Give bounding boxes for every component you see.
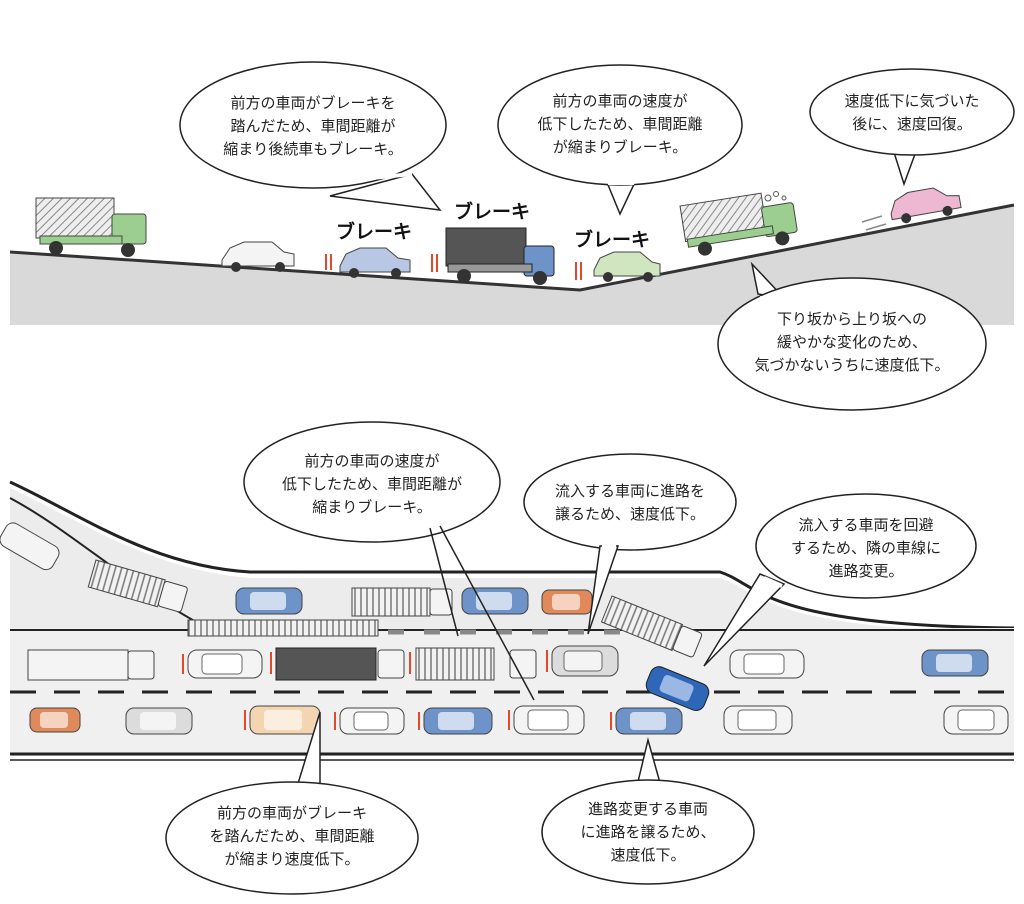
bubble-line: 流入する車両を回避 xyxy=(798,516,933,534)
ramp-edge-outer xyxy=(9,480,1015,630)
bubble-line: 速度低下に気づいた xyxy=(844,92,979,110)
blue-car xyxy=(461,587,529,615)
truck-uphill xyxy=(679,192,798,256)
truck xyxy=(35,197,147,257)
brake-label: ブレーキ xyxy=(574,228,650,251)
brake-light-marks xyxy=(182,650,612,730)
blue-car xyxy=(423,707,493,735)
brake-light-marks xyxy=(325,254,582,280)
orange-car xyxy=(29,707,81,733)
brake-label: ブレーキ xyxy=(454,200,530,223)
bubble-line: に進路を譲るため、 xyxy=(580,823,715,841)
car xyxy=(187,649,263,679)
speech-bubble: 前方の車両の速度が 低下したため、車間距離 が縮まりブレーキ。 xyxy=(497,64,743,216)
speech-bubble: 前方の車両がブレーキを 踏んだため、車間距離が 縮まり後続車もブレーキ。 xyxy=(179,61,447,211)
speech-bubble: 前方の車両がブレーキ を踏んだため、車間距離 が縮まり速度低下。 xyxy=(165,711,419,895)
bubble-line: 気づかないうちに速度低下。 xyxy=(754,356,949,374)
car xyxy=(125,707,193,735)
truck xyxy=(27,649,155,681)
speed-lines xyxy=(861,215,887,231)
merging-car xyxy=(645,666,710,711)
road-profile xyxy=(9,203,1015,292)
bubble-line: 縮まり後続車もブレーキ。 xyxy=(223,140,402,158)
bubble-line: 進路変更する車両 xyxy=(588,800,708,818)
bubble-line: 緩やかな変化のため、 xyxy=(777,333,927,351)
bubble-line: するため、隣の車線に xyxy=(791,539,941,557)
top-scene: ブレーキ ブレーキ ブレーキ 前方の車両がブレーキを 踏んだため、車間距離が 縮… xyxy=(9,61,1015,411)
orange-car xyxy=(541,589,593,615)
bubble-line: 後に、速度回復。 xyxy=(852,115,972,133)
braking-truck xyxy=(275,647,405,681)
truck xyxy=(600,595,703,658)
car xyxy=(723,705,793,735)
truck xyxy=(87,559,188,613)
bubble-line: 下り坂から上り坂への xyxy=(777,310,927,328)
brake-label: ブレーキ xyxy=(336,220,412,243)
car xyxy=(221,241,295,272)
bubble-line: 前方の車両がブレーキ xyxy=(217,804,367,822)
bottom-scene: 前方の車両の速度が 低下したため、車間距離が 縮まりブレーキ。 流入する車両に進… xyxy=(0,421,1015,895)
bubble-line: 低下したため、車間距離 xyxy=(537,115,702,133)
bubble-line: 前方の車両の速度が xyxy=(552,92,687,110)
car xyxy=(551,645,619,677)
braking-car xyxy=(339,247,411,278)
bubble-line: 譲るため、速度低下。 xyxy=(555,505,705,523)
truck xyxy=(351,587,453,617)
car xyxy=(513,705,585,735)
speech-bubble: 速度低下に気づいた 後に、速度回復。 xyxy=(809,68,1015,187)
bubble-line: 前方の車両の速度が xyxy=(304,452,439,470)
beige-car xyxy=(249,705,321,735)
bubble-line: 低下したため、車間距離が xyxy=(282,475,462,493)
speech-bubble: 前方の車両の速度が 低下したため、車間距離が 縮まりブレーキ。 xyxy=(243,421,535,701)
blue-car xyxy=(235,587,303,615)
blue-car xyxy=(921,649,989,677)
braking-truck xyxy=(445,227,555,285)
gore-zebra xyxy=(187,619,379,637)
bubble-line: を踏んだため、車間距離 xyxy=(209,827,374,845)
bubble-line: が縮まりブレーキ。 xyxy=(553,138,687,156)
car xyxy=(943,705,1009,735)
bubble-line: が縮まり速度低下。 xyxy=(224,850,359,868)
speech-bubble: 流入する車両を回避 するため、隣の車線に 進路変更。 xyxy=(703,493,977,667)
car xyxy=(0,522,60,571)
car xyxy=(729,649,805,679)
speech-bubble: 流入する車両に進路を 譲るため、速度低下。 xyxy=(523,453,737,635)
bubble-line: 踏んだため、車間距離が xyxy=(230,117,395,135)
braking-car-green xyxy=(593,251,661,282)
bubble-line: 進路変更。 xyxy=(828,562,903,580)
pink-car xyxy=(890,187,962,224)
speech-bubble: 進路変更する車両 に進路を譲るため、 速度低下。 xyxy=(541,737,755,885)
bubble-line: 前方の車両がブレーキを xyxy=(230,94,395,112)
truck xyxy=(415,647,537,681)
speech-bubble: 下り坂から上り坂への 緩やかな変化のため、 気づかないうちに速度低下。 xyxy=(717,261,987,411)
bubble-line: 速度低下。 xyxy=(610,846,685,864)
exhaust-puffs xyxy=(764,191,787,202)
car xyxy=(339,707,405,735)
blue-car xyxy=(615,707,683,735)
bubble-line: 縮まりブレーキ。 xyxy=(312,498,431,516)
bubble-line: 流入する車両に進路を xyxy=(555,482,705,500)
